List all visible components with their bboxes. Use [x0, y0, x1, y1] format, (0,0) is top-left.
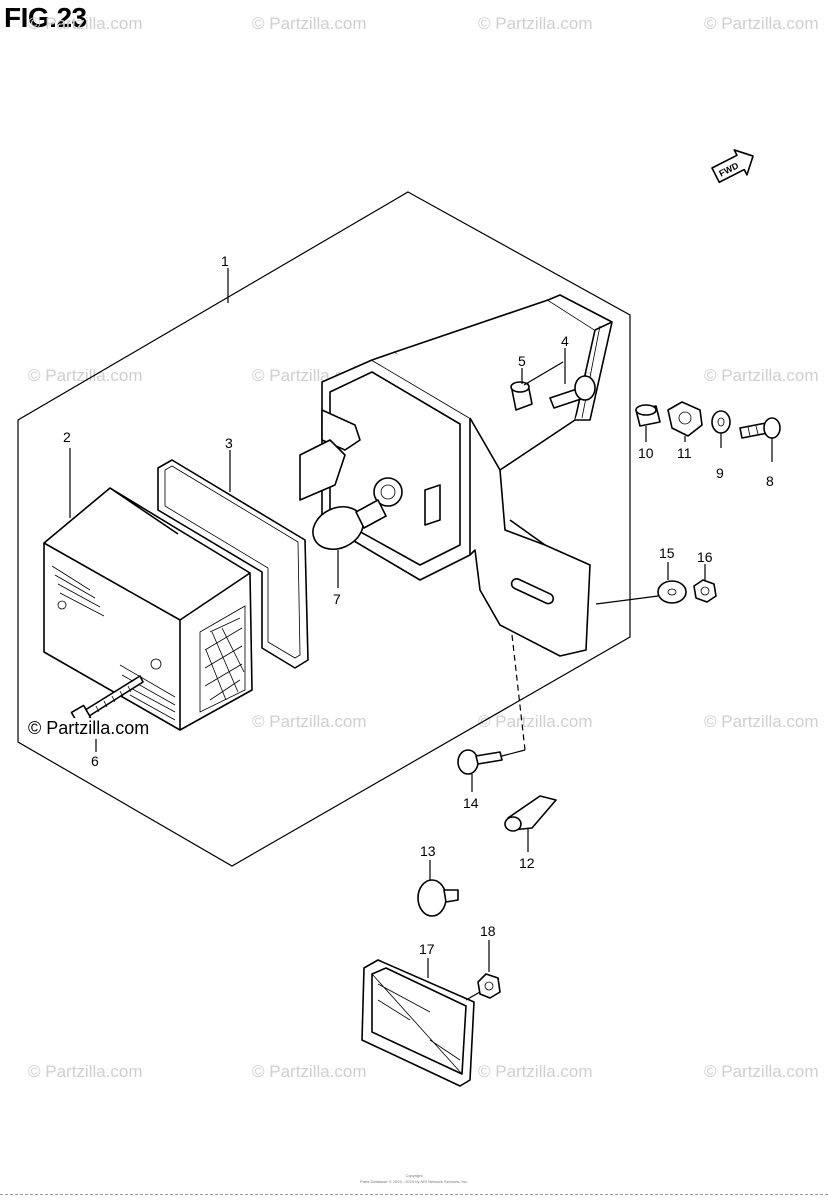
leader-18-b: [465, 991, 481, 1001]
part-bolt-8: [739, 417, 781, 439]
callout-6: 6: [91, 753, 99, 769]
leader-4-5: [523, 361, 564, 386]
callout-9: 9: [716, 465, 724, 481]
part-nut-16: [693, 579, 717, 603]
watermark: © Partzilla.com: [28, 1062, 143, 1081]
watermark: © Partzilla.com: [478, 14, 593, 33]
part-damper-11: [667, 401, 703, 437]
watermark: © Partzilla.com: [704, 712, 819, 731]
part-plug-12: [504, 795, 557, 832]
callout-10: 10: [638, 445, 654, 461]
callout-11: 11: [677, 445, 692, 461]
part-collar-10: [635, 404, 661, 427]
callout-12: 12: [519, 855, 535, 871]
copyright-heading: Copyright: [405, 1173, 423, 1178]
watermark: © Partzilla.com: [252, 712, 367, 731]
assembly-outline: [17, 191, 631, 867]
part-lens: [43, 487, 253, 731]
figure-title: FIG.23: [4, 2, 87, 33]
callout-13: 13: [420, 843, 436, 859]
bottom-divider: [0, 1194, 828, 1195]
callout-3: 3: [225, 435, 233, 451]
watermark: © Partzilla.com: [252, 1062, 367, 1081]
part-nut-18: [477, 973, 501, 999]
callout-16: 16: [697, 549, 713, 565]
callout-1: 1: [221, 253, 229, 269]
watermark: © Partzilla.com: [28, 366, 143, 385]
watermark: © Partzilla.com: [478, 712, 593, 731]
part-washer-9: [711, 410, 731, 434]
callout-5: 5: [518, 353, 526, 369]
callout-4: 4: [561, 333, 569, 349]
part-rivet-13: [417, 879, 459, 917]
leader-15-bracket: [595, 595, 659, 605]
watermark-dark: © Partzilla.com: [26, 718, 152, 739]
callout-7: 7: [333, 591, 341, 607]
part-screw-14: [457, 749, 503, 775]
watermark: © Partzilla.com: [252, 14, 367, 33]
callout-17: 17: [419, 941, 435, 957]
callout-14: 14: [463, 795, 479, 811]
copyright-line: Parts Database © 2004 - 2019 by ARI Netw…: [360, 1179, 468, 1184]
part-washer-15: [657, 580, 687, 604]
part-reflector-17: [361, 959, 475, 1087]
callout-18: 18: [480, 923, 496, 939]
watermark: © Partzilla.com: [704, 14, 819, 33]
watermark: © Partzilla.com: [478, 1062, 593, 1081]
watermark: © Partzilla.com: [704, 366, 819, 385]
watermark: © Partzilla.com: [704, 1062, 819, 1081]
part-bulb: [312, 499, 387, 550]
fwd-arrow-icon: FWD: [711, 149, 754, 184]
leader-14-dashed: [511, 634, 526, 751]
callout-8: 8: [766, 473, 774, 489]
callout-2: 2: [63, 429, 71, 445]
part-collar-5: [510, 381, 533, 411]
callout-15: 15: [659, 545, 675, 561]
part-gasket: [157, 459, 309, 669]
watermark: © Partzilla.com: [28, 14, 143, 33]
leader-14-b: [501, 749, 526, 757]
part-bolt-4: [549, 375, 596, 409]
